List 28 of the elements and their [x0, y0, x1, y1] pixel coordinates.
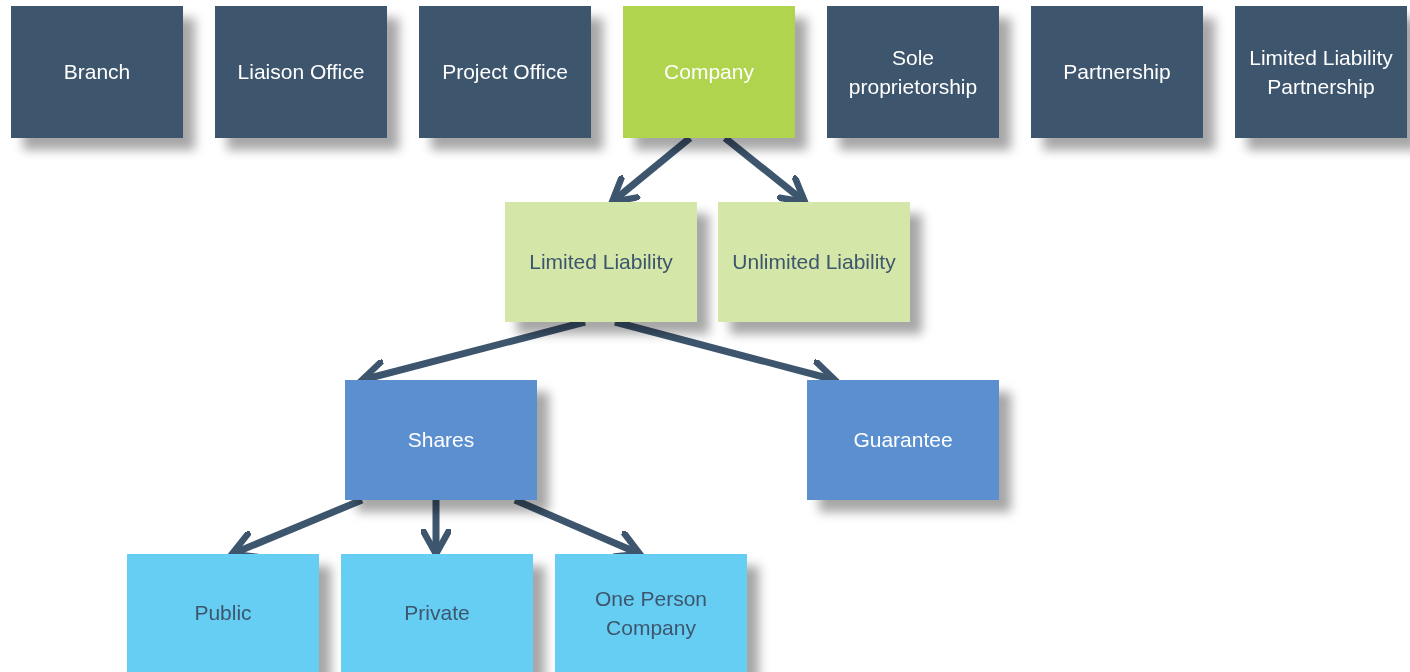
box-label: Project Office [442, 59, 568, 86]
box-label: Liaison Office [237, 59, 365, 86]
box-label: Shares [407, 427, 475, 454]
box-label: One Person Company [593, 585, 709, 641]
box-label: Public [194, 600, 252, 627]
process-box [505, 202, 697, 322]
process-box [215, 6, 387, 138]
box-label: Limited Liability [529, 249, 673, 276]
box-label: Private [404, 600, 470, 627]
box-label: Unlimited Liability [732, 249, 896, 276]
process-box [1031, 6, 1203, 138]
process-box [555, 554, 747, 672]
process-box [127, 554, 319, 672]
box-label: Branch [63, 59, 131, 86]
process-box [1235, 6, 1407, 138]
process-box [718, 202, 910, 322]
box-label: Sole proprietorship [847, 44, 979, 100]
process-box [623, 6, 795, 138]
process-box [827, 6, 999, 138]
process-box [341, 554, 533, 672]
box-label: Limited Liability Partnership [1248, 44, 1394, 100]
process-box [11, 6, 183, 138]
box-label: Guarantee [853, 427, 953, 454]
box-label: Company [664, 59, 754, 86]
box-label: Partnership [1063, 59, 1171, 86]
process-box [345, 380, 537, 500]
process-box [419, 6, 591, 138]
process-box [807, 380, 999, 500]
